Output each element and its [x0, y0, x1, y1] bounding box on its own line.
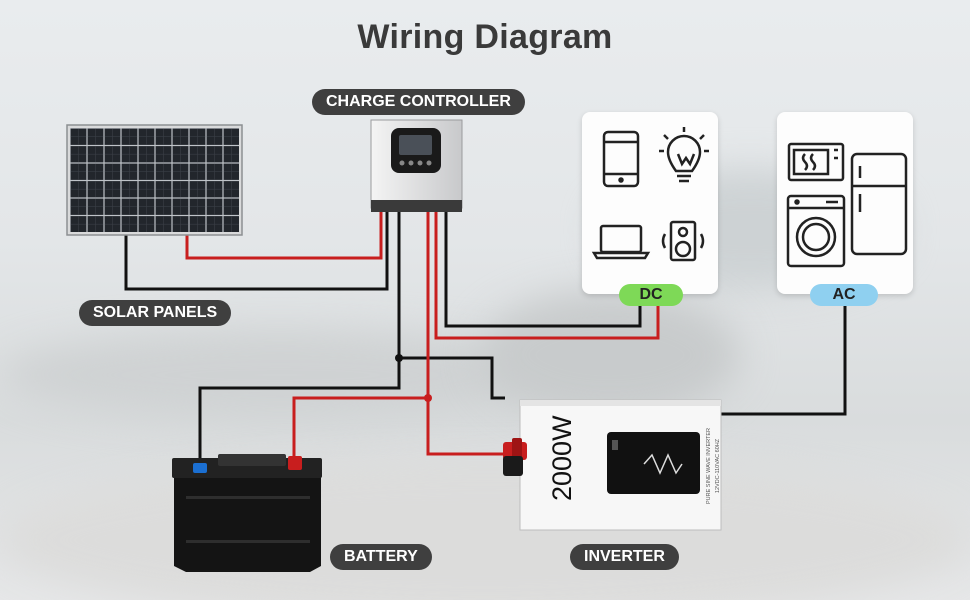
battery-positive-wire: [292, 396, 428, 458]
dc-negative-wire: [444, 210, 642, 328]
phone-icon: [602, 130, 640, 188]
dc-positive-wire: [434, 210, 660, 340]
fridge-icon: [850, 152, 908, 256]
solar-positive-wire: [185, 210, 383, 260]
controller-positive-wire: [426, 210, 505, 456]
battery-negative-terminal: [193, 463, 207, 473]
solar-panels-label: SOLAR PANELS: [79, 300, 232, 326]
page-title: Wiring Diagram: [357, 18, 613, 56]
battery-negative-wire: [198, 210, 401, 460]
bulb-icon: [659, 127, 709, 183]
inverter-negative-wire: [399, 356, 505, 400]
microwave-icon: [787, 142, 845, 182]
junction-dot: [395, 354, 403, 362]
speaker-icon: [661, 220, 705, 262]
junction-dot: [424, 394, 432, 402]
dc-tag: DC: [619, 284, 683, 306]
laptop-icon: [591, 224, 651, 260]
washing-machine-icon: [786, 194, 846, 268]
charge-controller-label: CHARGE CONTROLLER: [312, 89, 525, 115]
battery-label: BATTERY: [330, 544, 432, 570]
inverter-label: INVERTER: [570, 544, 679, 570]
solar-negative-wire: [124, 210, 389, 291]
battery-positive-terminal: [288, 456, 302, 470]
ac-tag: AC: [810, 284, 878, 306]
ac-wire: [718, 304, 847, 416]
